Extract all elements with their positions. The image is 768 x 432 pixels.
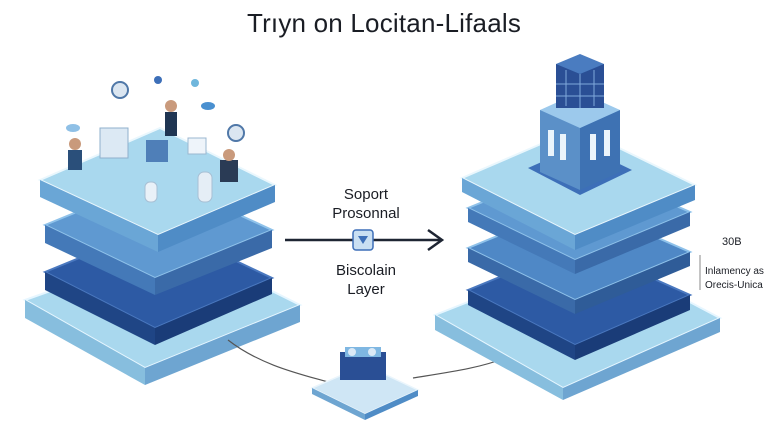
- right-value-label: 30B: [722, 236, 742, 248]
- cloud-icon: [201, 102, 215, 110]
- flow-arrow: [285, 228, 445, 252]
- bottom-hub: [227, 339, 506, 420]
- center-label-line4: Layer: [347, 281, 385, 298]
- right-caption-line1: Inlamency as: [705, 266, 764, 277]
- person-head-icon: [69, 138, 81, 150]
- diagram-title: Trıyn on Locitan-Lifaals: [246, 8, 522, 38]
- person-head-icon: [223, 149, 235, 161]
- data-center-building-icon: [528, 54, 632, 195]
- sparkle-icon: [191, 79, 199, 87]
- left-layer-stack: [22, 76, 303, 385]
- computer-desk-icon: [146, 140, 168, 162]
- canister-icon: [144, 181, 158, 203]
- sparkle-icon: [154, 76, 162, 84]
- server-cabinet-icon: [99, 127, 129, 159]
- gear-icon: [111, 81, 129, 99]
- gear-icon: [227, 124, 245, 142]
- cloud-icon: [66, 124, 80, 132]
- monitor-icon: [187, 137, 207, 155]
- left-workstations: [66, 76, 245, 203]
- person-icon: [68, 150, 82, 170]
- person-icon: [165, 112, 177, 136]
- center-label-line1: Soport: [343, 186, 389, 203]
- person-head-icon: [165, 100, 177, 112]
- right-caption-line2: Orecis-Unica: [705, 280, 763, 291]
- center-label-line3: Biscolain: [335, 262, 397, 279]
- center-label-line2: Prosonnal: [332, 205, 400, 222]
- tank-icon: [197, 171, 213, 203]
- right-layer-stack: [432, 54, 723, 400]
- person-icon: [220, 160, 238, 182]
